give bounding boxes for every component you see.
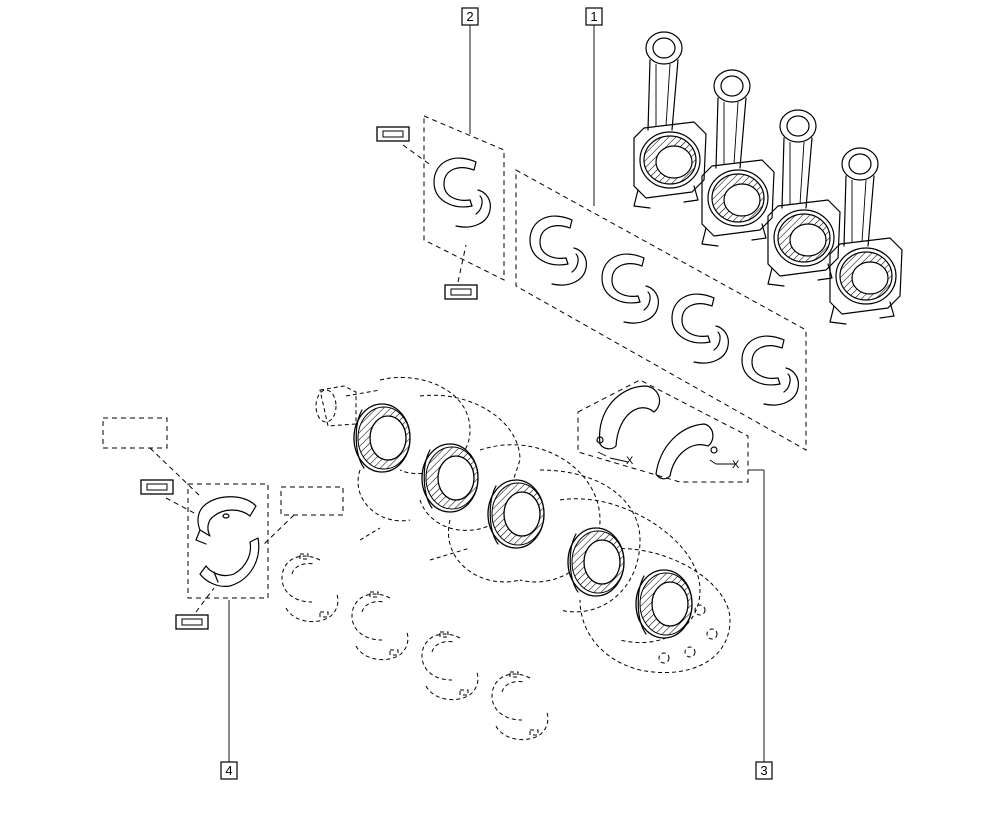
- callout-4-label: 4: [225, 763, 232, 778]
- group-3-thrust-washers: X X: [577, 379, 749, 483]
- ghost-tag-right: [280, 486, 344, 516]
- group-1-rod-shells: [515, 169, 807, 451]
- callout-3-label: 3: [760, 763, 767, 778]
- callout-2: 2: [461, 7, 479, 26]
- callout-1: 1: [585, 7, 603, 26]
- crankshaft: [315, 376, 731, 674]
- dimension-x-2: X: [732, 459, 740, 471]
- callout-4: 4: [220, 761, 238, 780]
- group-2-upper-shell: [376, 115, 505, 300]
- callout-3: 3: [755, 761, 773, 780]
- group-4-main-shells: [102, 417, 549, 741]
- ghost-tag-left: [102, 417, 168, 449]
- callout-1-label: 1: [590, 9, 597, 24]
- leader-lines: [228, 25, 765, 762]
- connecting-rods: [633, 31, 903, 325]
- dimension-x-1: X: [626, 455, 634, 467]
- callout-2-label: 2: [466, 9, 473, 24]
